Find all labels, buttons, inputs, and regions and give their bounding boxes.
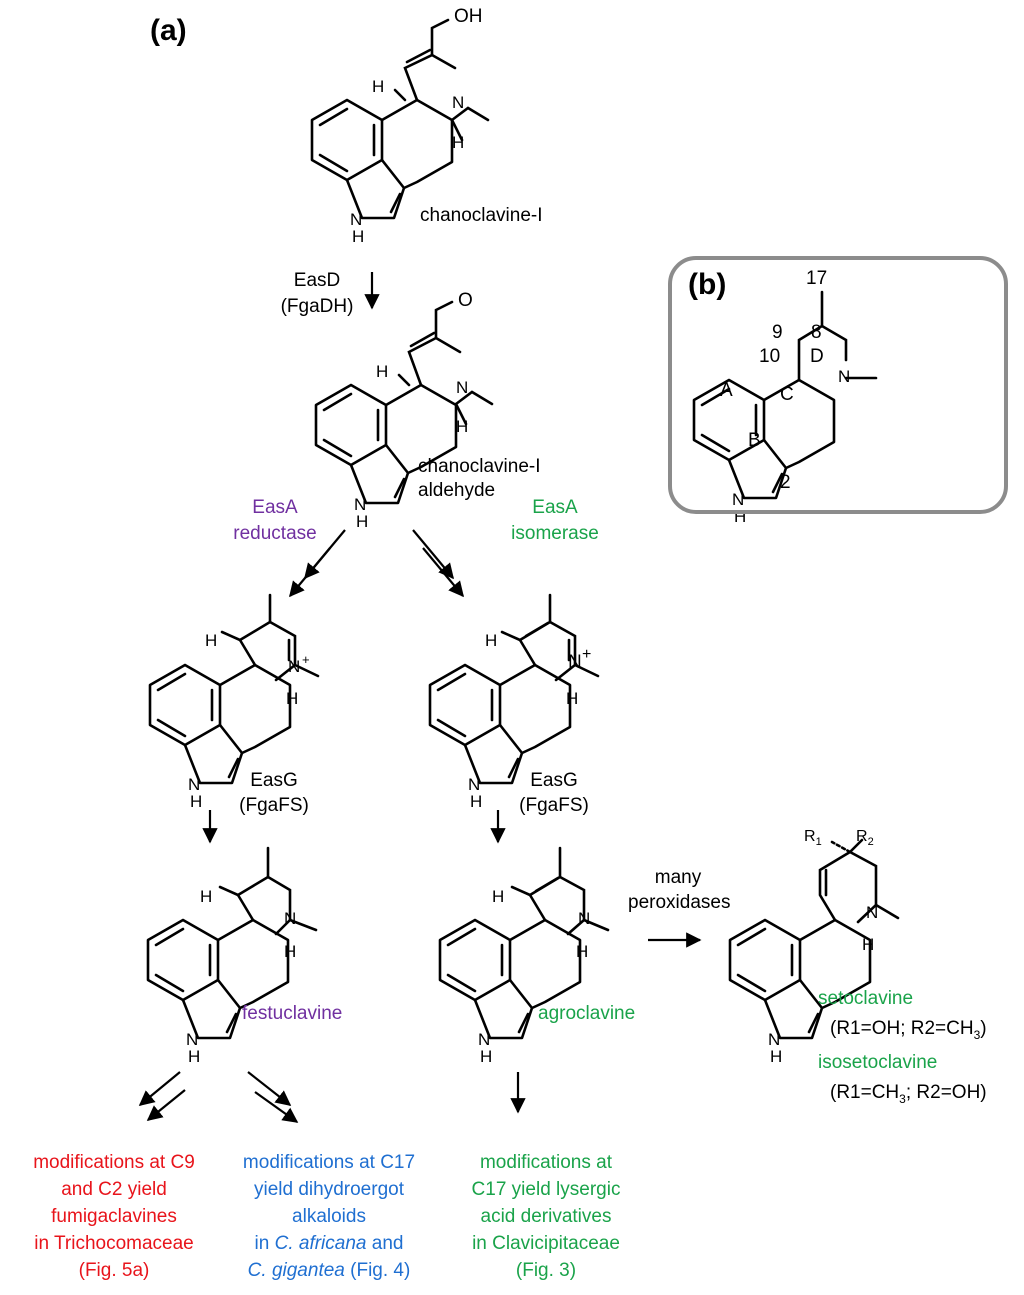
amine-n-label-aldehyde: N	[456, 378, 468, 397]
reaction-arrows	[138, 272, 702, 1123]
amine-n-label-chanoclavine: N	[452, 93, 464, 112]
setoclavine-substituents: (R1=OH; R2=CH3)	[830, 1018, 987, 1042]
ring-h-label-0: H	[452, 133, 464, 152]
trichocomaceae-outcome: modifications at C9 and C2 yield fumigac…	[33, 1152, 195, 1281]
indole-n-label-4: N	[186, 1030, 198, 1049]
setoclavine-label: setoclavine	[818, 988, 914, 1009]
iminium-n-label: N	[568, 652, 582, 673]
stereo-h-label-5: H	[492, 887, 504, 906]
amine-n-label-setoclavine: N	[866, 903, 878, 922]
easa-reductase-label-1: EasA	[252, 497, 298, 518]
hydroxyl-label: OH	[454, 6, 483, 27]
agroclavine-label: agroclavine	[538, 1003, 636, 1024]
position-8-label: 8	[811, 322, 822, 343]
indole-h-label-5: H	[480, 1047, 492, 1066]
ring-d-label: D	[810, 346, 824, 367]
easg-right-label-1: EasG	[530, 770, 578, 791]
aldehyde-label-line1: chanoclavine-I	[418, 456, 541, 477]
chanoclavine-structure	[310, 18, 490, 220]
indole-h-label-1: H	[356, 512, 368, 531]
indole-h-label-6: H	[770, 1047, 782, 1066]
stereo-h-label-1: H	[376, 362, 388, 381]
indole-h-label-3: H	[470, 792, 482, 811]
peroxidases-label-1: many	[654, 867, 702, 888]
iminium-charge-label-left: +	[302, 652, 310, 667]
indole-n-label-7: N	[732, 490, 744, 509]
indole-n-label-6: N	[768, 1030, 780, 1049]
easg-left-label-2: (FgaFS)	[239, 795, 309, 816]
iminium-left-structure	[148, 593, 320, 785]
stereo-h-label-3: H	[485, 631, 497, 650]
ergoline-structure	[692, 290, 878, 500]
panel-b-box	[668, 256, 1008, 514]
ring-h-label-1: H	[456, 417, 468, 436]
ring-h-label-3: H	[566, 689, 578, 708]
isosetoclavine-label: isosetoclavine	[818, 1052, 938, 1073]
carbonyl-oxygen-label: O	[458, 290, 473, 311]
isosetoclavine-substituents: (R1=CH3; R2=OH)	[830, 1082, 987, 1106]
fgadh-label: (FgaDH)	[280, 296, 354, 317]
ring-a-label: A	[720, 380, 733, 401]
panel-label-a: (a)	[150, 14, 187, 47]
panel-label-b: (b)	[688, 268, 727, 301]
stereo-h-label-2: H	[205, 631, 217, 650]
aldehyde-label-line2: aldehyde	[418, 480, 496, 501]
position-10-label: 10	[759, 346, 781, 367]
peroxidases-label-2: peroxidases	[628, 892, 731, 913]
ring-b-label: B	[748, 430, 761, 451]
easa-isomerase-label-1: EasA	[532, 497, 578, 518]
festuclavine-label: festuclavine	[242, 1003, 343, 1024]
indole-h-label-2: H	[190, 792, 202, 811]
iminium-charge-label: +	[582, 646, 592, 663]
stereo-h-label-0: H	[372, 77, 384, 96]
ring-h-label-5: H	[576, 942, 588, 961]
chanoclavine-label: chanoclavine-I	[420, 205, 543, 226]
easg-left-label-1: EasG	[250, 770, 298, 791]
ring-c-label: C	[780, 384, 794, 405]
indole-n-label-1: N	[354, 495, 366, 514]
indole-h-label-0: H	[352, 227, 364, 246]
iminium-right-structure	[428, 593, 600, 785]
dihydroergot-outcome: modifications at C17 yield dihydroergot …	[242, 1152, 416, 1281]
position-9-label: 9	[772, 322, 783, 343]
indole-n-label-3: N	[468, 775, 480, 794]
setoclavine-structure	[728, 838, 900, 1040]
indole-h-label-4: H	[188, 1047, 200, 1066]
position-2-label: 2	[780, 472, 791, 493]
ring-h-label-6: H	[862, 935, 874, 954]
aldehyde-structure	[314, 300, 494, 505]
easg-right-label-2: (FgaFS)	[519, 795, 589, 816]
ring-h-label-4: H	[284, 942, 296, 961]
indole-n-label-2: N	[188, 775, 200, 794]
position-17-label: 17	[806, 268, 828, 289]
easd-label: EasD	[293, 270, 341, 291]
r2-label: R2	[856, 828, 874, 849]
agroclavine-structure	[438, 846, 610, 1040]
amine-n-label-festuclavine: N	[284, 909, 296, 928]
stereo-h-label-4: H	[200, 887, 212, 906]
indole-n-label-0: N	[350, 210, 362, 229]
amine-n-label-agroclavine: N	[578, 909, 590, 928]
r1-label: R1	[804, 828, 822, 849]
clavicipitaceae-outcome: modifications at C17 yield lysergic acid…	[471, 1152, 621, 1281]
easa-isomerase-label-2: isomerase	[511, 523, 599, 544]
ring-h-label-2: H	[286, 689, 298, 708]
amine-n-label-ergoline: N	[838, 367, 850, 386]
indole-n-label-5: N	[478, 1030, 490, 1049]
iminium-n-label-left: N	[288, 657, 300, 676]
festuclavine-structure	[146, 846, 318, 1040]
easa-reductase-label-2: reductase	[233, 523, 317, 544]
